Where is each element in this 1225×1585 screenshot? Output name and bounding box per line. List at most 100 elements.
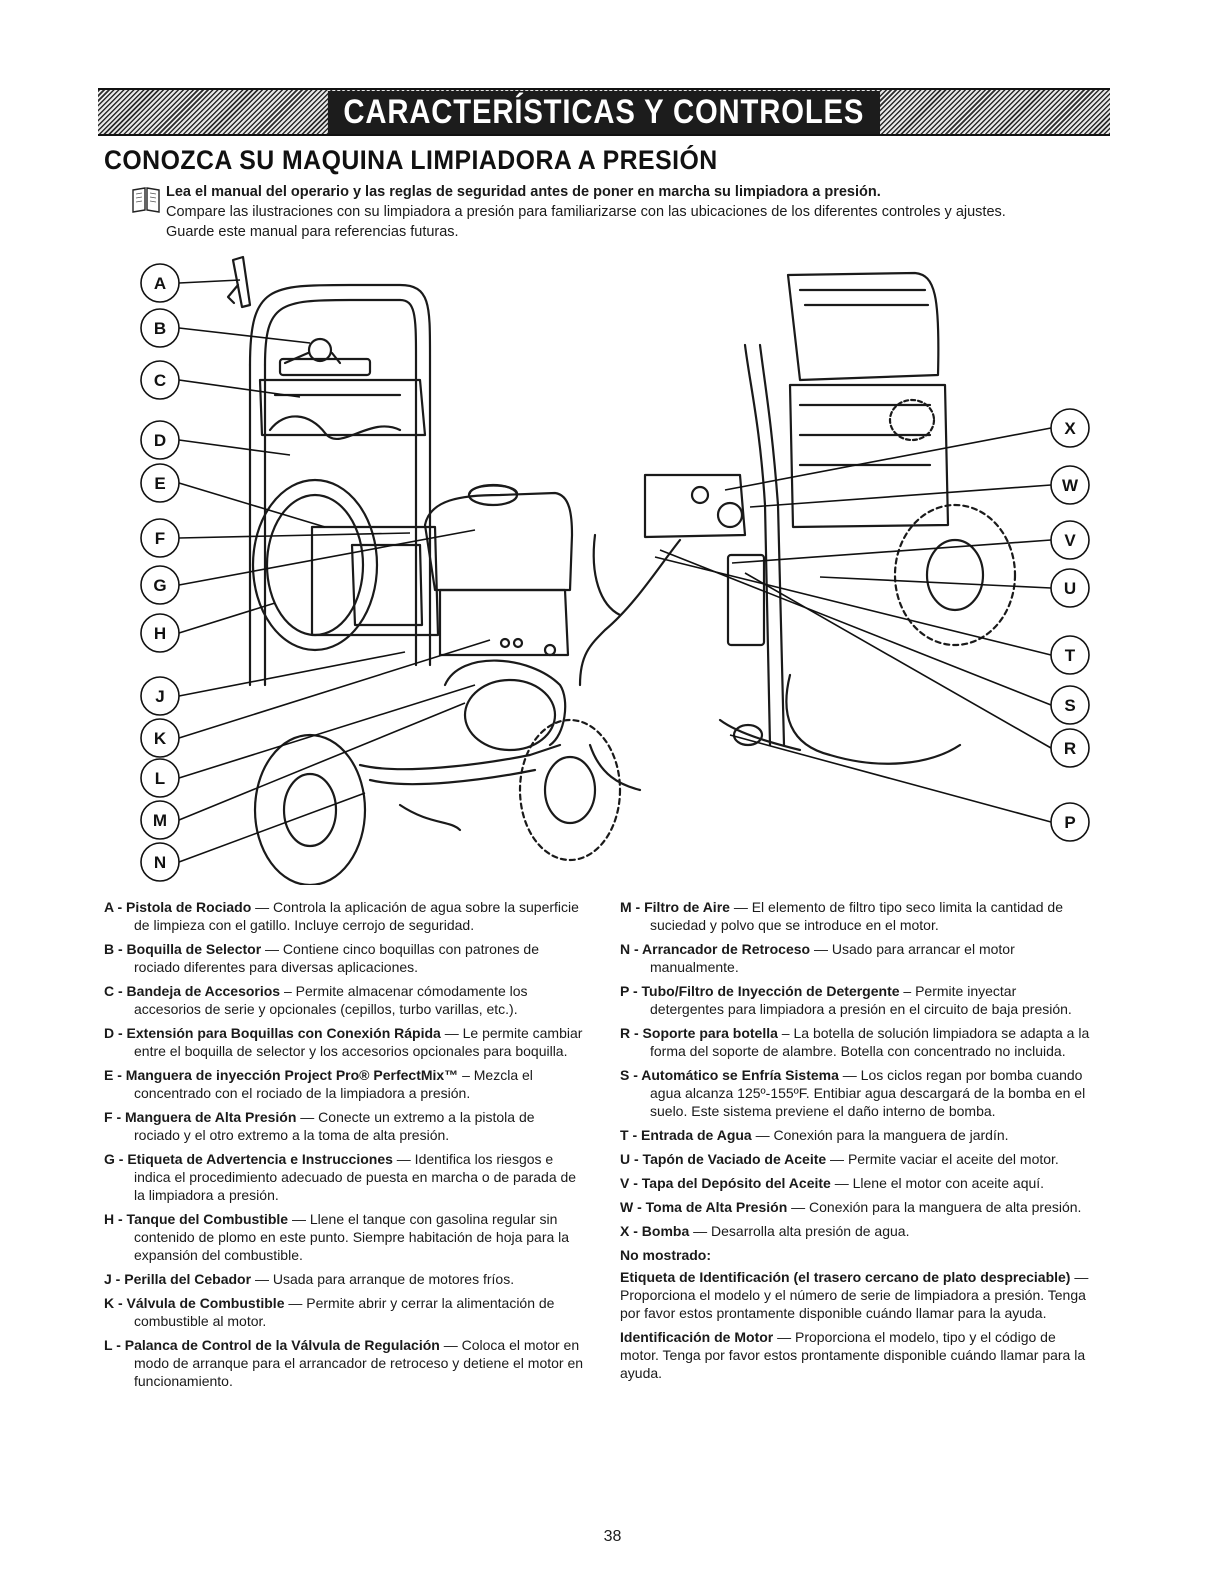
id-label-note-text: — Proporciona el modelo y el número de s…: [620, 1269, 1089, 1321]
part-description: – Mezcla el concentrado con el rociado d…: [134, 1067, 533, 1101]
parts-list-item: P - Tubo/Filtro de Inyección de Detergen…: [620, 982, 1090, 1018]
part-description: — Desarrolla alta presión de agua.: [689, 1223, 910, 1239]
part-label: J - Perilla del Cebador: [104, 1271, 252, 1287]
part-label: N - Arrancador de Retroceso: [620, 941, 811, 957]
parts-list-item: E - Manguera de inyección Project Pro® P…: [104, 1066, 584, 1102]
part-label: R - Soporte para botella: [620, 1025, 778, 1041]
svg-text:G: G: [153, 576, 166, 595]
svg-text:R: R: [1064, 739, 1076, 758]
callout-R: R: [1050, 728, 1090, 768]
parts-list-left: A - Pistola de Rociado — Controla la apl…: [104, 898, 584, 1396]
page-number: 38: [603, 1528, 622, 1545]
parts-list-item: W - Toma de Alta Presión — Conexión para…: [620, 1198, 1090, 1216]
parts-list-item: G - Etiqueta de Advertencia e Instruccio…: [104, 1150, 584, 1204]
part-label: E - Manguera de inyección Project Pro® P…: [104, 1067, 459, 1083]
part-label: X - Bomba: [620, 1223, 690, 1239]
svg-text:U: U: [1064, 579, 1076, 598]
parts-list-item: M - Filtro de Aire — El elemento de filt…: [620, 898, 1090, 934]
part-description: — Llene el motor con aceite aquí.: [830, 1175, 1045, 1191]
part-description: — Conexión para la manguera de alta pres…: [787, 1199, 1082, 1215]
part-description: — Coloca el motor en modo de arranque pa…: [134, 1337, 584, 1389]
parts-list-item: H - Tanque del Combustible — Llene el ta…: [104, 1210, 584, 1264]
part-description: — Conexión para la manguera de jardín.: [751, 1127, 1009, 1143]
svg-text:E: E: [154, 474, 165, 493]
svg-text:D: D: [154, 431, 166, 450]
banner-title: CARACTERÍSTICAS Y CONTROLES: [328, 90, 880, 134]
callout-S: S: [1050, 685, 1090, 725]
callout-A: A: [140, 263, 180, 303]
engine-id-note: Identificación de Motor — Proporciona el…: [620, 1328, 1090, 1382]
callout-L: L: [140, 758, 180, 798]
part-description: — Permite abrir y cerrar la alimentación…: [134, 1295, 555, 1329]
svg-text:P: P: [1064, 813, 1075, 832]
svg-text:X: X: [1064, 419, 1076, 438]
intro-line-3: Guarde este manual para referencias futu…: [166, 224, 459, 240]
callout-C: C: [140, 360, 180, 400]
engine-id-note-text: — Proporciona el modelo, tipo y el códig…: [620, 1329, 1086, 1381]
part-label: T - Entrada de Agua: [620, 1127, 752, 1143]
svg-text:J: J: [155, 687, 164, 706]
callout-J: J: [140, 676, 180, 716]
not-shown-heading: No mostrado:: [620, 1247, 711, 1263]
callout-U: U: [1050, 568, 1090, 608]
svg-text:C: C: [154, 371, 166, 390]
part-description: — Usada para arranque de motores fríos.: [251, 1271, 515, 1287]
svg-text:N: N: [154, 853, 166, 872]
parts-list-item: T - Entrada de Agua — Conexión para la m…: [620, 1126, 1090, 1144]
part-description: — Le permite cambiar entre el boquilla d…: [134, 1025, 583, 1059]
section-banner: CARACTERÍSTICAS Y CONTROLES: [98, 88, 1110, 136]
svg-text:B: B: [154, 319, 166, 338]
part-description: – Permite inyectar detergentes para limp…: [650, 983, 1072, 1017]
part-description: – Permite almacenar cómodamente los acce…: [134, 983, 528, 1017]
part-description: — Controla la aplicación de agua sobre l…: [134, 899, 579, 933]
part-label: S - Automático se Enfría Sistema: [620, 1067, 839, 1083]
part-description: — Conecte un extremo a la pistola de roc…: [134, 1109, 535, 1143]
callout-F: F: [140, 518, 180, 558]
parts-list-right: M - Filtro de Aire — El elemento de filt…: [620, 898, 1090, 1388]
parts-list-item: K - Válvula de Combustible — Permite abr…: [104, 1294, 584, 1330]
intro-text: Lea el manual del operario y las reglas …: [166, 182, 1106, 242]
parts-list-item: L - Palanca de Control de la Válvula de …: [104, 1336, 584, 1390]
part-description: – La botella de solución limpiadora se a…: [650, 1025, 1090, 1059]
intro-line-1: Lea el manual del operario y las reglas …: [166, 184, 881, 200]
svg-text:W: W: [1062, 476, 1079, 495]
part-label: F - Manguera de Alta Presión: [104, 1109, 297, 1125]
part-label: U - Tapón de Vaciado de Aceite: [620, 1151, 827, 1167]
callout-E: E: [140, 463, 180, 503]
id-label-note: Etiqueta de Identificación (el trasero c…: [620, 1268, 1090, 1322]
part-description: — Usado para arrancar el motor manualmen…: [650, 941, 1015, 975]
callout-G: G: [140, 565, 180, 605]
part-label: P - Tubo/Filtro de Inyección de Detergen…: [620, 983, 900, 999]
svg-text:A: A: [154, 274, 166, 293]
part-label: W - Toma de Alta Presión: [620, 1199, 788, 1215]
part-description: — El elemento de filtro tipo seco limita…: [650, 899, 1063, 933]
page-heading: CONOZCA SU MAQUINA LIMPIADORA A PRESIÓN: [104, 145, 718, 175]
svg-text:L: L: [155, 769, 165, 788]
parts-list-item: U - Tapón de Vaciado de Aceite — Permite…: [620, 1150, 1090, 1168]
callout-T: T: [1050, 635, 1090, 675]
part-label: L - Palanca de Control de la Válvula de …: [104, 1337, 440, 1353]
part-label: K - Válvula de Combustible: [104, 1295, 285, 1311]
intro-line-2: Compare las ilustraciones con su limpiad…: [166, 204, 1006, 220]
callout-K: K: [140, 718, 180, 758]
part-label: B - Boquilla de Selector: [104, 941, 262, 957]
part-label: C - Bandeja de Accesorios: [104, 983, 281, 999]
part-label: V - Tapa del Depósito del Aceite: [620, 1175, 831, 1191]
callout-P: P: [1050, 802, 1090, 842]
callout-X: X: [1050, 408, 1090, 448]
parts-list-item: A - Pistola de Rociado — Controla la apl…: [104, 898, 584, 934]
part-description: — Llene el tanque con gasolina regular s…: [134, 1211, 570, 1263]
engine-id-note-label: Identificación de Motor: [620, 1329, 774, 1345]
part-description: — Los ciclos regan por bomba cuando agua…: [650, 1067, 1086, 1119]
part-description: — Permite vaciar el aceite del motor.: [826, 1151, 1059, 1167]
pressure-washer-illustration: A B C D E F G H J K L M N X W V U T S R …: [140, 255, 1090, 885]
manual-book-icon: [132, 187, 160, 213]
callout-D: D: [140, 420, 180, 460]
svg-text:S: S: [1064, 696, 1075, 715]
part-description: — Contiene cinco boquillas con patrones …: [134, 941, 539, 975]
parts-list-item: J - Perilla del Cebador — Usada para arr…: [104, 1270, 584, 1288]
part-label: H - Tanque del Combustible: [104, 1211, 289, 1227]
svg-text:T: T: [1065, 646, 1076, 665]
part-label: G - Etiqueta de Advertencia e Instruccio…: [104, 1151, 393, 1167]
parts-list-item: R - Soporte para botella – La botella de…: [620, 1024, 1090, 1060]
